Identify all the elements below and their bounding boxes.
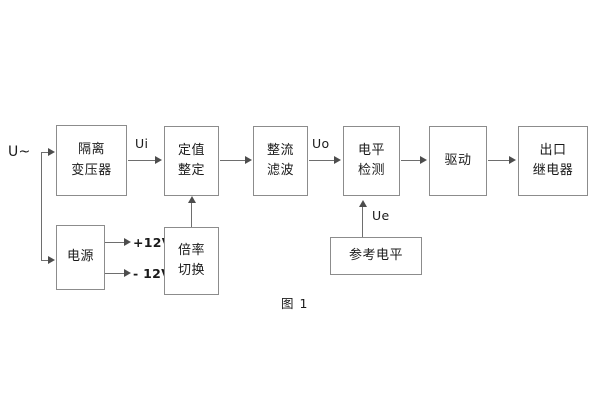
block-rectify-filter-line-2: 滤波: [266, 163, 294, 178]
connector-setting-to-rectify: [220, 160, 246, 161]
rail-negative-line: [105, 273, 125, 274]
arrow-rail-negative: [124, 269, 131, 277]
input-bus-vertical-line: [41, 152, 42, 260]
connector-transformer-to-setting: [128, 160, 156, 161]
signal-label-ue: Ue: [372, 208, 390, 223]
block-drive-line-1: 驱动: [444, 152, 472, 168]
arrow-level-to-drive: [420, 156, 427, 164]
block-level-detection[interactable]: 电平 检测: [343, 126, 400, 196]
block-power-supply-line-1: 电源: [66, 249, 94, 265]
connector-reference-to-level: [362, 207, 363, 237]
block-output-relay-line-2: 继电器: [532, 163, 574, 178]
signal-label-ui: Ui: [135, 136, 149, 151]
connector-rectify-to-level: [309, 160, 335, 161]
block-power-supply[interactable]: 电源: [56, 225, 105, 290]
signal-label-uo: Uo: [312, 136, 330, 151]
rail-positive-line: [105, 242, 125, 243]
block-output-relay-line-1: 出口: [539, 142, 567, 158]
block-rectify-filter-line-1: 整流: [266, 142, 294, 158]
connector-drive-to-output-relay: [488, 160, 510, 161]
input-bus-top-stub: [41, 152, 49, 153]
block-reference-level-line-1: 参考电平: [348, 247, 403, 263]
input-bus-bottom-stub: [41, 260, 49, 261]
block-isolation-transformer[interactable]: 隔离 变压器: [56, 125, 127, 196]
arrow-transformer-to-setting: [155, 156, 162, 164]
figure-caption: 图 1: [281, 296, 309, 311]
block-multiplier-switch-line-1: 倍率: [177, 242, 205, 258]
rail-positive-label: +12V: [133, 235, 172, 250]
block-level-detection-line-1: 电平: [357, 142, 385, 158]
block-rectify-filter[interactable]: 整流 滤波: [253, 126, 308, 196]
block-drive[interactable]: 驱动: [429, 126, 487, 196]
block-level-detection-line-2: 检测: [357, 163, 385, 178]
block-isolation-transformer-line-2: 变压器: [71, 162, 112, 178]
arrow-rail-positive: [124, 238, 131, 246]
arrow-input-to-power-supply: [48, 256, 55, 264]
block-setting-value-line-1: 定值: [177, 142, 205, 158]
arrow-input-to-isolation-transformer: [48, 148, 55, 156]
arrow-drive-to-output-relay: [509, 156, 516, 164]
block-isolation-transformer-line-1: 隔离: [77, 142, 105, 158]
block-setting-value-line-2: 整定: [177, 163, 205, 178]
block-multiplier-switch-line-2: 切换: [177, 263, 205, 278]
arrow-reference-to-level: [359, 200, 367, 207]
block-output-relay[interactable]: 出口 继电器: [518, 126, 588, 196]
block-multiplier-switch[interactable]: 倍率 切换: [164, 227, 219, 295]
arrow-multiplier-to-setting: [188, 196, 196, 203]
connector-multiplier-to-setting: [191, 203, 192, 227]
input-label-u-ac: U~: [8, 144, 31, 160]
block-setting-value[interactable]: 定值 整定: [164, 126, 219, 196]
connector-level-to-drive: [401, 160, 421, 161]
block-reference-level[interactable]: 参考电平: [330, 237, 422, 275]
arrow-setting-to-rectify: [245, 156, 252, 164]
arrow-rectify-to-level: [334, 156, 341, 164]
rail-negative-label: - 12V: [133, 266, 172, 281]
